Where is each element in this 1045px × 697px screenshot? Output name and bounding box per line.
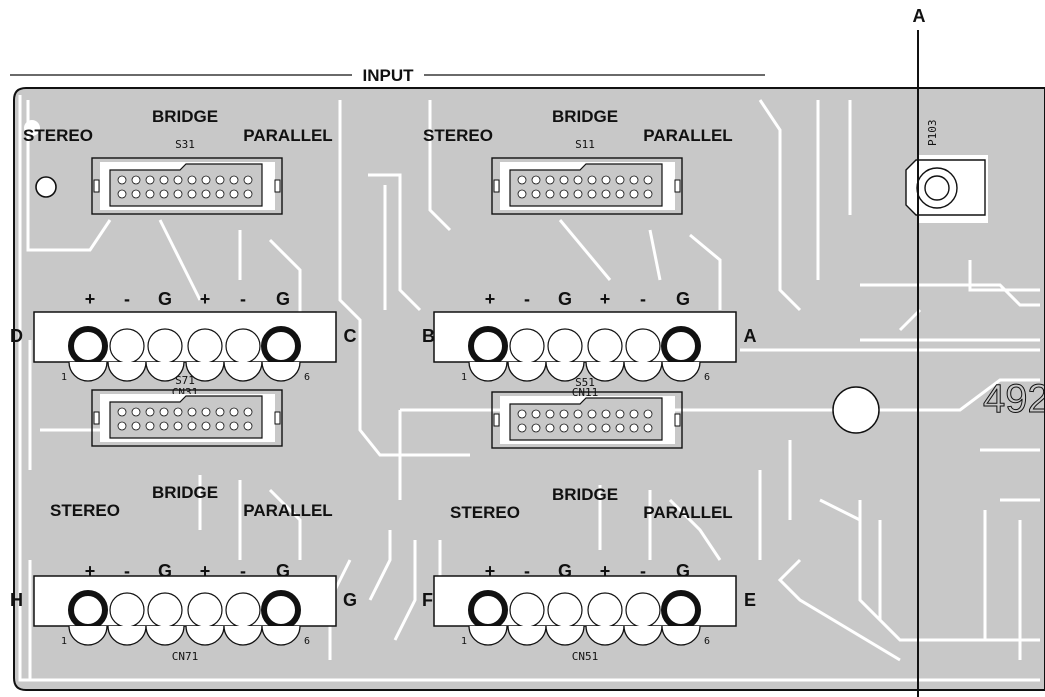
polarity-label: + bbox=[600, 289, 611, 309]
polarity-label: + bbox=[485, 561, 496, 581]
pin-first-label: 1 bbox=[461, 636, 467, 647]
slide-switch bbox=[491, 157, 683, 215]
polarity-label: - bbox=[240, 561, 246, 581]
switch-label: S11 bbox=[575, 138, 595, 151]
polarity-label: + bbox=[200, 289, 211, 309]
switch-label: S51 bbox=[575, 376, 595, 389]
polarity-label: + bbox=[85, 561, 96, 581]
corner-pad bbox=[24, 120, 40, 136]
bridge-label: BRIDGE bbox=[152, 483, 218, 502]
slide-switch bbox=[91, 157, 283, 215]
left-pin-letter: D bbox=[10, 326, 23, 346]
polarity-label: - bbox=[240, 289, 246, 309]
input-label: INPUT bbox=[363, 66, 415, 85]
pin-last-label: 6 bbox=[704, 372, 710, 383]
polarity-label: G bbox=[558, 289, 572, 309]
polarity-label: + bbox=[600, 561, 611, 581]
polarity-label: G bbox=[276, 289, 290, 309]
pin-first-label: 1 bbox=[461, 372, 467, 383]
slide-switch bbox=[91, 389, 283, 447]
cut-marker-label: A bbox=[913, 6, 926, 26]
right-pin-letter: G bbox=[343, 590, 357, 610]
right-pin-letter: A bbox=[744, 326, 757, 346]
pin-last-label: 6 bbox=[304, 636, 310, 647]
right-pin-letter: C bbox=[344, 326, 357, 346]
polarity-label: - bbox=[124, 289, 130, 309]
mounting-hole bbox=[35, 176, 57, 198]
polarity-label: + bbox=[200, 561, 211, 581]
stereo-label: STEREO bbox=[23, 126, 93, 145]
polarity-label: + bbox=[85, 289, 96, 309]
terminal-connector bbox=[33, 311, 337, 382]
traces bbox=[18, 95, 1040, 682]
terminal-connector bbox=[433, 575, 737, 646]
stereo-label: STEREO bbox=[50, 501, 120, 520]
polarity-label: - bbox=[640, 289, 646, 309]
parallel-label: PARALLEL bbox=[643, 126, 732, 145]
polarity-label: - bbox=[524, 289, 530, 309]
parallel-label: PARALLEL bbox=[243, 126, 332, 145]
board-number: 492 bbox=[983, 377, 1045, 421]
pin-first-label: 1 bbox=[61, 372, 67, 383]
parallel-label: PARALLEL bbox=[243, 501, 332, 520]
connector-label: CN71 bbox=[172, 650, 199, 663]
board-outline bbox=[13, 87, 1045, 691]
right-pin-letter: E bbox=[744, 590, 756, 610]
bridge-label: BRIDGE bbox=[552, 107, 618, 126]
left-pin-letter: B bbox=[422, 326, 435, 346]
polarity-label: - bbox=[640, 561, 646, 581]
terminal-connector bbox=[433, 311, 737, 382]
left-pin-letter: F bbox=[422, 590, 433, 610]
polarity-label: G bbox=[676, 289, 690, 309]
polarity-label: - bbox=[124, 561, 130, 581]
terminal-connector bbox=[33, 575, 337, 646]
stereo-label: STEREO bbox=[423, 126, 493, 145]
via-hole bbox=[832, 386, 880, 434]
polarity-label: + bbox=[485, 289, 496, 309]
polarity-label: - bbox=[524, 561, 530, 581]
switch-label: S71 bbox=[175, 374, 195, 387]
pin-last-label: 6 bbox=[304, 372, 310, 383]
switch-label: S31 bbox=[175, 138, 195, 151]
test-point-label: P103 bbox=[926, 120, 939, 147]
slide-switch bbox=[491, 391, 683, 449]
pin-last-label: 6 bbox=[704, 636, 710, 647]
parallel-label: PARALLEL bbox=[643, 503, 732, 522]
polarity-label: G bbox=[158, 289, 172, 309]
pin-first-label: 1 bbox=[61, 636, 67, 647]
test-point-p103: P103 bbox=[905, 120, 988, 223]
bridge-label: BRIDGE bbox=[552, 485, 618, 504]
bridge-label: BRIDGE bbox=[152, 107, 218, 126]
connector-label: CN51 bbox=[572, 650, 599, 663]
left-pin-letter: H bbox=[10, 590, 23, 610]
stereo-label: STEREO bbox=[450, 503, 520, 522]
